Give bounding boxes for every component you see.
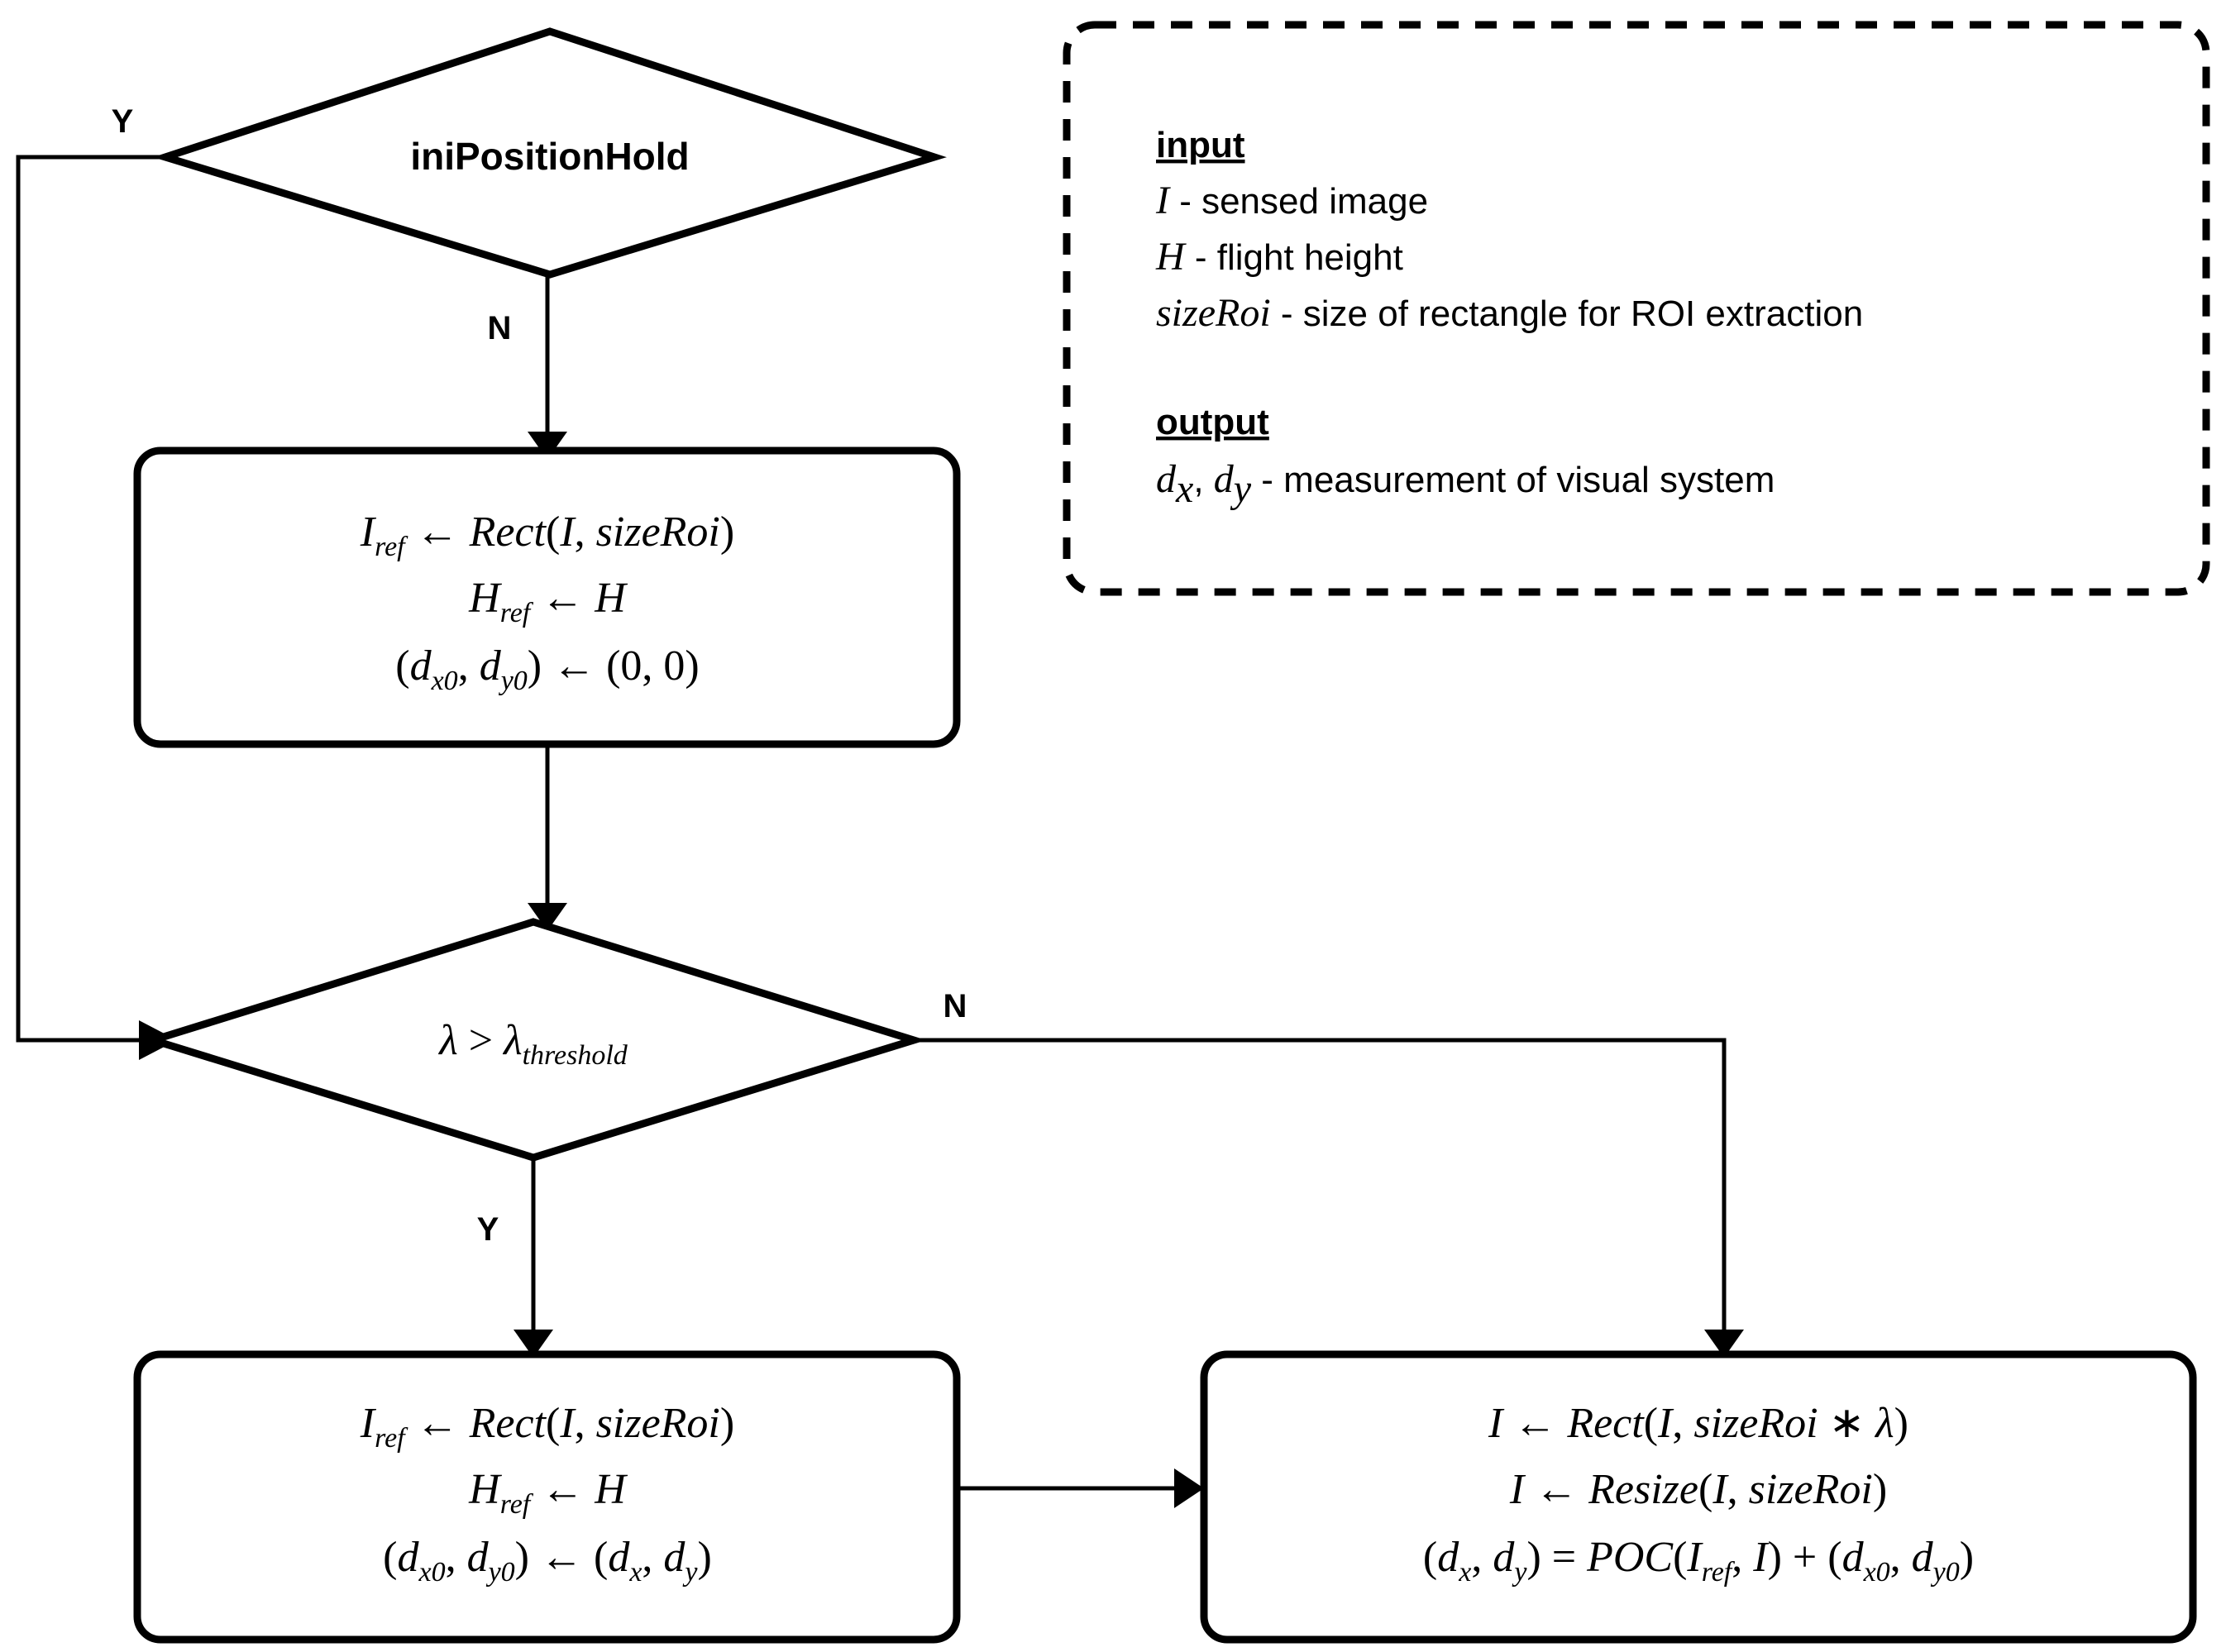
edge-updateref-to-poc bbox=[957, 1468, 1204, 1508]
legend-input-item-2-desc: - size of rectangle for ROI extraction bbox=[1271, 294, 1864, 334]
process-init-reference[interactable]: Iref ← Rect(I, sizeRoi) Href ← H (dx0, d… bbox=[133, 446, 961, 748]
legend-input-item-0-desc: - sensed image bbox=[1169, 181, 1428, 222]
edge-lambda-no bbox=[914, 1038, 1744, 1358]
branch-label-ini-no: N bbox=[488, 310, 512, 346]
decision-ini-position-hold-label: iniPositionHold bbox=[410, 135, 689, 178]
legend-panel: input I - sensed image H - flight height… bbox=[1063, 21, 2210, 596]
legend-input-item-0-symbol: I bbox=[1155, 179, 1171, 222]
branch-label-lambda-yes: Y bbox=[477, 1211, 499, 1248]
legend-input-item-1: H - flight height bbox=[1155, 235, 1403, 279]
process-update-reference-line-3: (dx0, dy0) ← (dx, dy) bbox=[383, 1534, 712, 1588]
legend-dashed-border bbox=[1063, 21, 2210, 596]
legend-input-item-2-symbol: sizeRoi bbox=[1156, 291, 1271, 335]
process-poc-line-1: I ← Rect(I, sizeRoi ∗ λ) bbox=[1488, 1400, 1908, 1447]
branch-label-ini-yes: Y bbox=[112, 103, 134, 140]
process-init-line-3: (dx0, dy0) ← (0, 0) bbox=[395, 642, 699, 696]
process-init-line-2: Href ← H bbox=[468, 575, 628, 628]
process-init-line-1: Iref ← Rect(I, sizeRoi) bbox=[360, 508, 734, 562]
decision-lambda-threshold[interactable]: λ > λthreshold bbox=[140, 918, 927, 1162]
edge-ini-no bbox=[528, 275, 567, 460]
process-poc-line-3: (dx, dy) = POC(Iref, I) + (dx0, dy0) bbox=[1423, 1534, 1974, 1588]
process-update-reference-line-2: Href ← H bbox=[468, 1466, 628, 1520]
branch-label-lambda-no: N bbox=[943, 988, 967, 1024]
edge-lambda-yes bbox=[514, 1159, 553, 1358]
legend-input-item-1-desc: - flight height bbox=[1185, 237, 1403, 278]
process-poc-line-2: I ← Resize(I, sizeRoi) bbox=[1509, 1466, 1887, 1513]
legend-output-item-0: dx, dy - measurement of visual system bbox=[1156, 457, 1775, 511]
legend-input-item-2: sizeRoi - size of rectangle for ROI extr… bbox=[1156, 291, 1863, 335]
process-update-reference-line-1: Iref ← Rect(I, sizeRoi) bbox=[360, 1400, 734, 1454]
decision-ini-position-hold[interactable]: iniPositionHold bbox=[153, 27, 947, 279]
edge-init-to-lambda bbox=[528, 744, 567, 931]
legend-input-item-0: I - sensed image bbox=[1155, 179, 1428, 222]
process-update-reference[interactable]: Iref ← Rect(I, sizeRoi) Href ← H (dx0, d… bbox=[133, 1350, 961, 1644]
legend-output-heading: output bbox=[1156, 402, 1269, 442]
legend-output-item-0-desc: - measurement of visual system bbox=[1251, 460, 1775, 500]
process-poc-measurement[interactable]: I ← Rect(I, sizeRoi ∗ λ) I ← Resize(I, s… bbox=[1200, 1350, 2197, 1644]
legend-input-heading: input bbox=[1156, 125, 1245, 165]
legend-input-item-1-symbol: H bbox=[1155, 235, 1187, 279]
decision-lambda-threshold-label: λ > λthreshold bbox=[437, 1017, 628, 1071]
